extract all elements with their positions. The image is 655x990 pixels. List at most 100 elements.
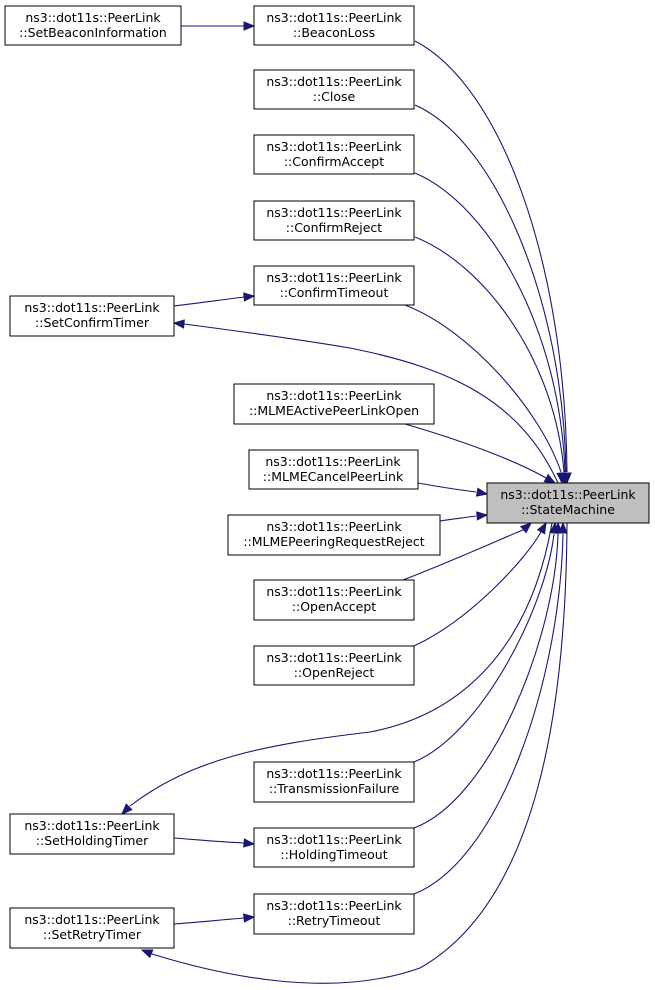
edge-line <box>413 533 564 895</box>
edges-layer <box>121 21 572 984</box>
node-set-confirm-timer-line1: ns3::dot11s::PeerLink <box>24 300 160 315</box>
edge-line <box>414 40 568 473</box>
edge-arrowhead <box>243 913 256 923</box>
edge-line <box>183 323 559 484</box>
edge-retry-timeout-to-state-machine <box>413 521 568 895</box>
node-open-accept-line2: ::OpenAccept <box>292 599 377 614</box>
node-set-confirm-timer-line2: ::SetConfirmTimer <box>35 315 150 330</box>
node-set-holding-timer[interactable]: ns3::dot11s::PeerLink ::SetHoldingTimer <box>9 813 175 855</box>
node-open-reject-line2: ::OpenReject <box>294 665 375 680</box>
edge-arrowhead <box>243 292 256 302</box>
edge-line <box>413 533 555 763</box>
node-open-accept[interactable]: ns3::dot11s::PeerLink ::OpenAccept <box>253 579 415 621</box>
edge-line <box>173 917 245 925</box>
node-close-line2: ::Close <box>313 89 356 104</box>
node-open-reject-line1: ns3::dot11s::PeerLink <box>266 650 402 665</box>
edge-set-beacon-information-to-beacon-loss <box>181 21 256 31</box>
node-confirm-reject-line2: ::ConfirmReject <box>286 220 383 235</box>
node-set-retry-timer-line2: ::SetRetryTimer <box>43 927 142 942</box>
node-mlme-active-peer-link-open-line2: ::MLMEActivePeerLinkOpen <box>249 403 419 418</box>
node-close-line1: ns3::dot11s::PeerLink <box>266 74 402 89</box>
edge-line <box>414 236 565 473</box>
edge-line <box>413 533 559 829</box>
edge-state-machine-to-set-holding-timer <box>121 522 553 815</box>
edge-set-holding-timer-to-holding-timeout <box>173 837 256 848</box>
edge-set-retry-timer-to-retry-timeout <box>173 913 256 925</box>
edge-line <box>414 104 567 473</box>
node-mlme-cancel-peer-link-line1: ns3::dot11s::PeerLink <box>265 454 401 469</box>
node-confirm-accept-line1: ns3::dot11s::PeerLink <box>266 139 402 154</box>
node-confirm-timeout[interactable]: ns3::dot11s::PeerLink ::ConfirmTimeout <box>253 265 415 306</box>
edge-arrowhead <box>558 521 568 534</box>
edge-line <box>404 304 562 473</box>
edge-transmission-failure-to-state-machine <box>413 521 559 763</box>
edge-confirm-timeout-to-state-machine <box>404 304 566 485</box>
node-transmission-failure-line2: ::TransmissionFailure <box>269 781 400 796</box>
edge-beacon-loss-to-state-machine <box>414 40 572 485</box>
node-set-beacon-information[interactable]: ns3::dot11s::PeerLink ::SetBeaconInforma… <box>4 5 182 46</box>
edge-line <box>439 515 477 522</box>
edge-arrowhead <box>172 319 185 329</box>
node-transmission-failure[interactable]: ns3::dot11s::PeerLink ::TransmissionFail… <box>253 761 415 803</box>
edge-open-accept-to-state-machine <box>402 522 533 581</box>
edge-mlme-active-peer-link-open-to-state-machine <box>404 423 557 484</box>
node-close[interactable]: ns3::dot11s::PeerLink ::Close <box>253 69 415 110</box>
edge-line <box>417 482 477 493</box>
node-confirm-timeout-line2: ::ConfirmTimeout <box>280 285 389 300</box>
node-holding-timeout[interactable]: ns3::dot11s::PeerLink ::HoldingTimeout <box>253 827 415 868</box>
node-set-holding-timer-line1: ns3::dot11s::PeerLink <box>24 818 160 833</box>
node-confirm-timeout-line1: ns3::dot11s::PeerLink <box>266 270 402 285</box>
node-state-machine-line1: ns3::dot11s::PeerLink <box>500 487 636 502</box>
edge-arrowhead <box>556 472 566 485</box>
node-beacon-loss-line1: ns3::dot11s::PeerLink <box>266 10 402 25</box>
node-retry-timeout-line1: ns3::dot11s::PeerLink <box>266 898 402 913</box>
edge-mlme-peering-request-reject-to-state-machine <box>439 511 489 522</box>
node-beacon-loss-line2: ::BeaconLoss <box>293 25 375 40</box>
node-state-machine-line2: ::StateMachine <box>521 502 615 517</box>
edge-arrowhead <box>243 838 256 848</box>
node-mlme-active-peer-link-open-line1: ns3::dot11s::PeerLink <box>266 388 402 403</box>
node-mlme-peering-request-reject[interactable]: ns3::dot11s::PeerLink ::MLMEPeeringReque… <box>227 514 441 556</box>
node-holding-timeout-line2: ::HoldingTimeout <box>280 847 387 862</box>
node-state-machine[interactable]: ns3::dot11s::PeerLink ::StateMachine <box>486 482 650 524</box>
node-mlme-cancel-peer-link[interactable]: ns3::dot11s::PeerLink ::MLMECancelPeerLi… <box>248 449 419 490</box>
node-confirm-accept[interactable]: ns3::dot11s::PeerLink ::ConfirmAccept <box>253 134 415 175</box>
edge-line <box>173 837 245 844</box>
edge-state-machine-to-set-retry-timer <box>140 522 568 984</box>
edge-arrowhead <box>121 803 133 815</box>
node-beacon-loss[interactable]: ns3::dot11s::PeerLink ::BeaconLoss <box>253 5 415 46</box>
node-set-holding-timer-line2: ::SetHoldingTimer <box>36 833 149 848</box>
edge-arrowhead <box>243 21 256 31</box>
node-mlme-peering-request-reject-line2: ::MLMEPeeringRequestReject <box>243 534 424 549</box>
node-mlme-active-peer-link-open[interactable]: ns3::dot11s::PeerLink ::MLMEActivePeerLi… <box>233 383 435 425</box>
edge-line <box>129 522 553 807</box>
edge-line <box>173 296 245 307</box>
node-set-beacon-information-line2: ::SetBeaconInformation <box>19 25 167 40</box>
node-mlme-peering-request-reject-line1: ns3::dot11s::PeerLink <box>266 519 402 534</box>
edge-arrowhead <box>140 949 154 959</box>
node-confirm-reject[interactable]: ns3::dot11s::PeerLink ::ConfirmReject <box>253 200 415 241</box>
node-retry-timeout-line2: ::RetryTimeout <box>288 913 381 928</box>
edge-line <box>402 529 524 581</box>
edge-confirm-accept-to-state-machine <box>414 172 570 485</box>
node-confirm-reject-line1: ns3::dot11s::PeerLink <box>266 205 402 220</box>
edge-open-reject-to-state-machine <box>413 521 547 647</box>
node-set-beacon-information-line1: ns3::dot11s::PeerLink <box>25 10 161 25</box>
node-set-confirm-timer[interactable]: ns3::dot11s::PeerLink ::SetConfirmTimer <box>9 295 175 337</box>
edge-holding-timeout-to-state-machine <box>413 521 563 829</box>
node-transmission-failure-line1: ns3::dot11s::PeerLink <box>266 766 402 781</box>
edge-arrowhead <box>475 487 489 497</box>
node-open-reject[interactable]: ns3::dot11s::PeerLink ::OpenReject <box>253 645 415 686</box>
node-open-accept-line1: ns3::dot11s::PeerLink <box>266 584 402 599</box>
edge-line <box>414 172 566 473</box>
edge-mlme-cancel-peer-link-to-state-machine <box>417 482 489 497</box>
node-holding-timeout-line1: ns3::dot11s::PeerLink <box>266 832 402 847</box>
edge-line <box>151 522 568 984</box>
edge-arrowhead <box>519 522 533 534</box>
node-retry-timeout[interactable]: ns3::dot11s::PeerLink ::RetryTimeout <box>253 893 415 935</box>
node-set-retry-timer[interactable]: ns3::dot11s::PeerLink ::SetRetryTimer <box>9 907 175 949</box>
node-mlme-cancel-peer-link-line2: ::MLMECancelPeerLink <box>263 469 404 484</box>
edge-arrowhead <box>476 511 489 521</box>
edge-arrowhead <box>536 521 547 535</box>
